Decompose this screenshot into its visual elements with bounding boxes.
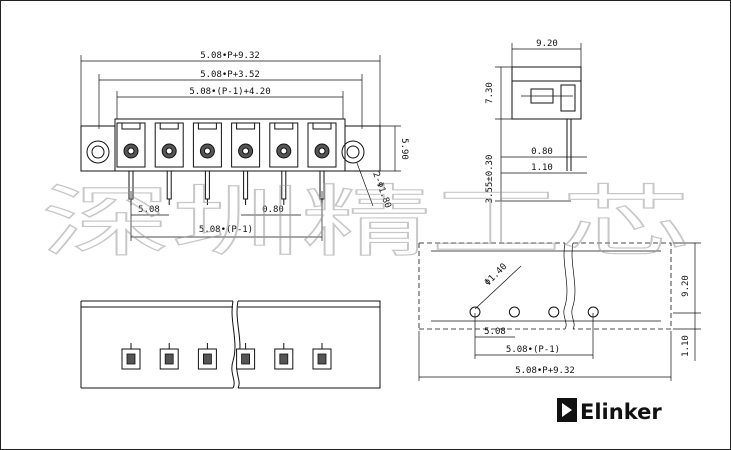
- front-dim-total: 5.08•P+9.32: [200, 51, 260, 61]
- bottom-terminals: [121, 343, 332, 370]
- break-line: [231, 300, 236, 389]
- watermark-text: 深圳精工芯: [41, 178, 691, 268]
- terminal-screw-slot: [318, 147, 326, 155]
- terminal-top-clip: [197, 122, 217, 130]
- front-dim-pin: 0.80: [262, 205, 284, 215]
- bottom-terminal-contact: [241, 353, 251, 365]
- pcb-break: [563, 242, 568, 330]
- front-dim-mid: 5.08•P+3.52: [200, 70, 260, 80]
- pcb-hole: [548, 306, 560, 318]
- terminal-top-clip: [236, 122, 256, 130]
- break-line: [236, 300, 241, 389]
- hole-leader: [356, 162, 374, 207]
- mount-hole-left: [86, 140, 110, 164]
- terminal-top-clip: [159, 122, 179, 130]
- side-clamp: [560, 84, 576, 112]
- front-view: 5.08•P+9.32 5.08•P+3.52 5.08•(P-1)+4.20 …: [80, 51, 409, 241]
- mount-hole-right-inner: [346, 145, 360, 159]
- front-dim-inner: 5.08•(P-1)+4.20: [189, 87, 270, 97]
- front-dim-pitch-total: 5.08•(P-1): [199, 225, 253, 235]
- side-dim-width: 9.20: [536, 39, 558, 49]
- bottom-body-right: [81, 300, 381, 389]
- mount-hole-right: [341, 140, 365, 164]
- bottom-terminal-contact: [164, 353, 174, 365]
- bottom-view: [80, 300, 381, 389]
- front-dim-height: 5.90: [399, 138, 409, 160]
- pcb-break: [571, 242, 576, 330]
- pcb-dim-total: 5.08•P+9.32: [515, 366, 575, 376]
- terminal-screw-slot: [203, 147, 211, 155]
- front-dim-pitch: 5.08: [138, 205, 160, 215]
- pcb-hole-leader: [474, 265, 522, 310]
- connector-housing: [114, 118, 346, 172]
- pcb-outline-left: [418, 242, 565, 330]
- side-dim-pin-thickness: 0.80: [531, 147, 553, 157]
- bottom-terminal-contact: [317, 353, 327, 365]
- side-dim-height: 7.30: [485, 82, 495, 104]
- terminal-top-clip: [274, 122, 294, 130]
- pcb-dim-offset: 1.10: [681, 335, 691, 357]
- bottom-body-left: [80, 300, 233, 389]
- side-dim-pin-offset: 1.10: [531, 163, 553, 173]
- bottom-terminal-contact: [279, 353, 289, 365]
- brand-logo-icon-mark: [562, 403, 572, 417]
- side-view: 9.20 7.30 0.80 1.10 3.55±0.30: [485, 39, 587, 203]
- front-terminals: [116, 122, 337, 205]
- pcb-hole: [508, 306, 520, 318]
- side-dim-pin-length: 3.55±0.30: [485, 155, 495, 204]
- pcb-holes: [469, 306, 599, 318]
- bottom-terminal-contact: [126, 353, 136, 365]
- brand-logo: Elinker: [557, 398, 662, 424]
- terminal-screw-slot: [280, 147, 288, 155]
- terminal-screw-slot: [165, 147, 173, 155]
- brand-name: Elinker: [580, 400, 662, 424]
- mount-hole-left-inner: [91, 145, 105, 159]
- pcb-dim-pitch-total: 5.08•(P-1): [506, 345, 560, 355]
- terminal-screw-slot: [127, 147, 135, 155]
- pcb-view: Φ1.40 5.08 5.08•(P-1) 5.08•P+9.32 9.20 1…: [418, 242, 701, 381]
- terminal-screw-slot: [242, 147, 250, 155]
- terminal-top-clip: [312, 122, 332, 130]
- pcb-dim-height: 9.20: [681, 275, 691, 297]
- bottom-terminal-contact: [202, 353, 212, 365]
- side-body: [511, 66, 582, 120]
- pcb-outline-right: [573, 242, 672, 330]
- pcb-dim-pitch: 5.08: [484, 327, 506, 337]
- terminal-top-clip: [121, 122, 141, 130]
